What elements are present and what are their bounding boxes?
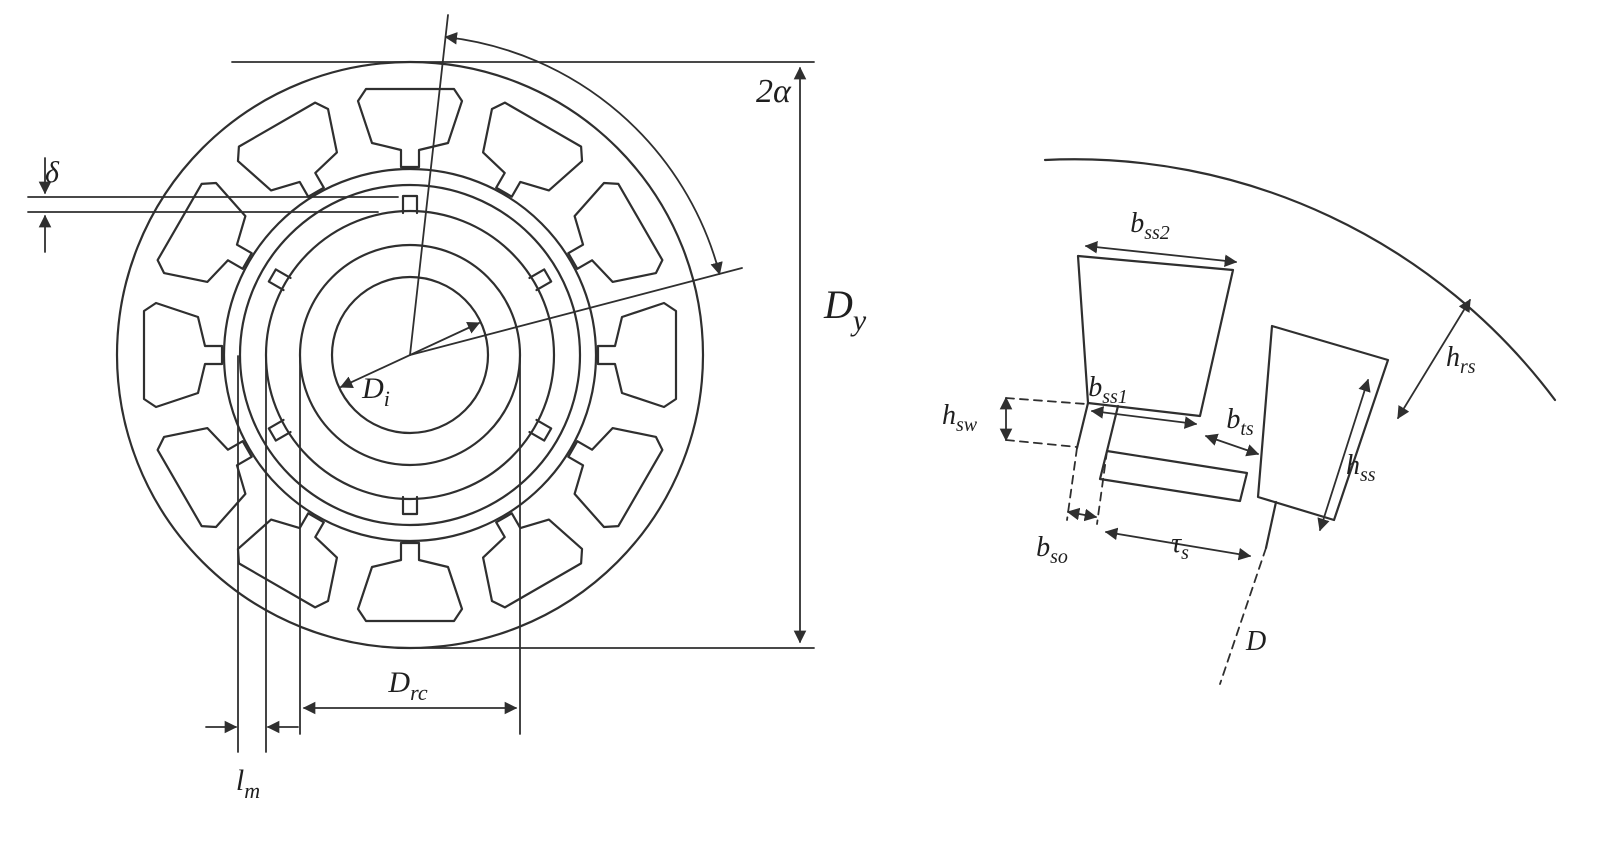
- dimension-d: D: [1245, 626, 1266, 657]
- label-b-ss2: bss2: [1130, 208, 1170, 244]
- label-h-ss: hss: [1346, 450, 1376, 486]
- magnet-outer-circle: [238, 183, 582, 527]
- hrs-dimension-line: [1397, 298, 1471, 420]
- dimension-b-ss2: bss2: [1084, 208, 1238, 268]
- label-d-rc: Drc: [387, 666, 427, 705]
- label-l-m: lm: [236, 764, 260, 803]
- dimension-outer-diameter: Dy: [231, 61, 867, 649]
- dimension-h-rs: hrs: [1397, 298, 1476, 420]
- motor-cross-section: δ 2α Dy Di Drc: [27, 14, 867, 803]
- stator-slot-detail: bss2 bss1 bts hsw bso τs: [942, 158, 1557, 685]
- hsw-leader-line: [1005, 439, 1078, 448]
- dimension-b-so: bso: [1036, 447, 1108, 568]
- label-tau-s: τs: [1171, 528, 1189, 564]
- stator-bore-circle: [222, 167, 598, 543]
- label-b-ss1: bss1: [1088, 372, 1128, 408]
- angle-radial-line: [409, 14, 449, 356]
- bss2-dimension-line: [1084, 240, 1238, 268]
- angle-arc: [444, 32, 723, 276]
- dimension-rotor-core-diameter: Drc: [299, 355, 521, 735]
- label-two-alpha: 2α: [756, 73, 792, 110]
- label-b-ts: bts: [1226, 404, 1254, 440]
- label-h-rs: hrs: [1446, 342, 1476, 378]
- dimension-b-ss1: bss1: [1088, 372, 1198, 429]
- tooth-shoe: [1098, 449, 1249, 503]
- label-d: D: [1245, 626, 1266, 657]
- stator-slot: [596, 301, 678, 409]
- hsw-leader-line: [1005, 397, 1087, 405]
- stator-outer-arc: [1043, 158, 1557, 402]
- label-d-y: Dy: [823, 282, 867, 337]
- dimension-magnet-thickness: lm: [205, 355, 299, 803]
- label-b-so: bso: [1036, 532, 1068, 568]
- stator-slot: [142, 301, 224, 409]
- label-d-i: Di: [361, 372, 390, 411]
- taus-dimension-line: [1104, 527, 1252, 561]
- slot-outline-right: [1256, 324, 1390, 522]
- hss-dimension-line: [1317, 378, 1371, 532]
- slot-opening-edge: [1264, 500, 1278, 550]
- di-dimension-line: [339, 322, 481, 388]
- shaft-circle: [330, 275, 490, 435]
- dimension-inner-diameter: Di: [339, 322, 481, 411]
- bss1-dimension-line: [1090, 406, 1198, 429]
- rotor-core-circle: [298, 243, 522, 467]
- label-delta: δ: [45, 156, 60, 189]
- bso-extension-line: [1096, 450, 1108, 525]
- bso-dimension-line: [1066, 507, 1098, 522]
- dimension-b-ts: bts: [1204, 404, 1260, 457]
- stator-slot: [356, 87, 464, 169]
- angle-radial-line: [409, 267, 743, 356]
- stator-slot: [356, 541, 464, 623]
- bts-dimension-line: [1204, 433, 1260, 457]
- magnet-inner-circle: [264, 209, 556, 501]
- dimension-tau-s: τs: [1104, 527, 1252, 564]
- bso-extension-line: [1066, 447, 1078, 521]
- bore-diameter-dashed-line: [1219, 547, 1267, 685]
- slot-opening-edge: [1075, 401, 1090, 450]
- dimension-h-ss: hss: [1317, 378, 1376, 532]
- dimension-h-sw: hsw: [942, 396, 1087, 448]
- dimension-airgap-delta: δ: [27, 156, 399, 253]
- label-h-sw: hsw: [942, 400, 978, 436]
